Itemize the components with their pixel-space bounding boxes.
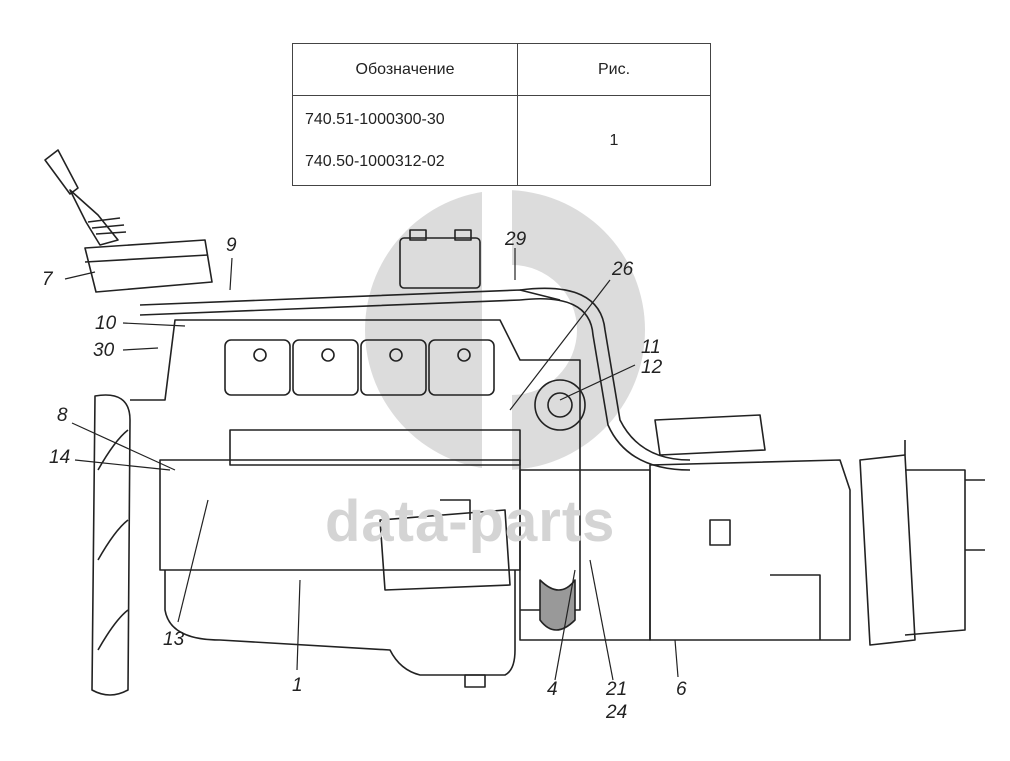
callout-30: 30 <box>93 340 115 361</box>
callout-4: 4 <box>547 679 558 700</box>
callout-29: 29 <box>505 229 527 250</box>
callout-9: 9 <box>226 235 237 256</box>
specification-table: Обозначение Рис. 740.51-1000300-30 740.5… <box>292 43 711 186</box>
callout-13: 13 <box>163 629 185 650</box>
callout-10: 10 <box>95 313 117 334</box>
engine-block <box>130 319 581 688</box>
callout-7: 7 <box>42 269 53 290</box>
figure-cell: 1 <box>517 95 711 186</box>
designation-code: 740.50-1000312-02 <box>305 152 445 170</box>
table-header-row: Обозначение Рис. <box>292 43 711 96</box>
callout-21: 21 <box>606 679 628 700</box>
header-figure: Рис. <box>517 43 711 96</box>
fan <box>91 394 131 696</box>
watermark-text: data-parts <box>325 489 616 554</box>
gearbox <box>649 414 985 646</box>
gear-lever <box>44 149 213 293</box>
header-designation: Обозначение <box>292 43 518 96</box>
leader-lines <box>64 248 679 681</box>
callout-14: 14 <box>49 447 71 468</box>
callout-12: 12 <box>641 357 663 378</box>
callout-1: 1 <box>292 675 303 696</box>
callout-11: 11 <box>641 337 661 358</box>
callout-26: 26 <box>612 259 634 280</box>
expansion-tank <box>399 229 481 289</box>
callout-6: 6 <box>676 679 687 700</box>
table-row: 740.51-1000300-30 740.50-1000312-02 1 <box>292 95 711 186</box>
designation-code: 740.51-1000300-30 <box>305 110 445 128</box>
callout-24: 24 <box>606 702 628 723</box>
callout-8: 8 <box>57 405 68 426</box>
